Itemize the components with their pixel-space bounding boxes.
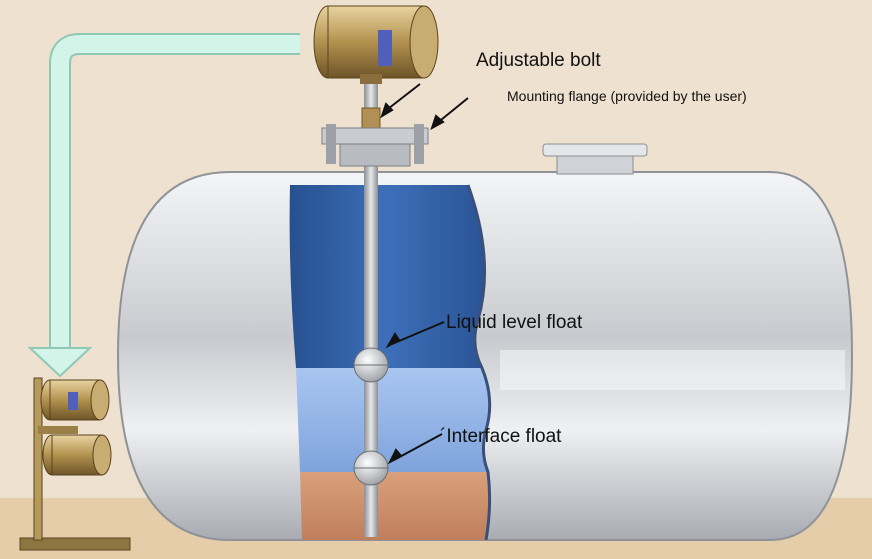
mounting-flange [321,124,429,167]
interface-float [353,450,389,486]
label-mounting-flange: Mounting flange (provided by the user) [507,88,747,104]
transmitter-head-icon [313,5,439,84]
upper-liquid-layer [289,185,485,368]
adjustable-bolt [361,107,381,131]
label-interface-float: ´Interface float [440,426,562,447]
label-liquid-level-float: Liquid level float [446,312,583,333]
liquid-level-float [353,347,389,383]
curved-arrow-icon [27,33,300,378]
guide-rod [364,75,378,537]
middle-liquid-layer [296,368,490,472]
callout-arrows [380,83,469,465]
remote-indicator [19,377,131,551]
lower-liquid-layer [300,472,490,540]
label-adjustable-bolt: Adjustable bolt [476,50,601,71]
